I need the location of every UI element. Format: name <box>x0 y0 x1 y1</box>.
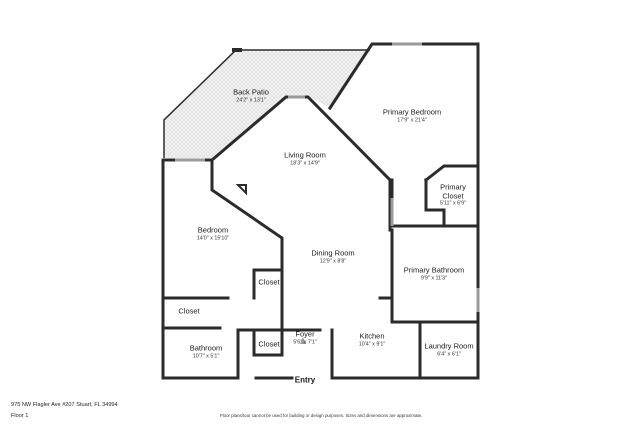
closet-label: Closet <box>258 339 280 349</box>
room-dining-room: Dining Room 12'9" x 8'8" <box>311 248 355 265</box>
room-dimensions: 14'0" x 15'10" <box>196 235 230 242</box>
room-foyer: Foyer 5'6" x 7'1" <box>293 329 317 346</box>
room-name: Kitchen <box>359 331 385 341</box>
room-living-room: Living Room 18'3" x 14'9" <box>284 150 326 167</box>
room-name: Dining Room <box>311 248 355 258</box>
room-name: Living Room <box>284 150 326 160</box>
room-dimensions: 24'2" x 13'1" <box>236 97 266 104</box>
room-name: Bathroom <box>189 343 223 353</box>
room-primary-bedroom: Primary Bedroom 17'9" x 21'4" <box>382 107 442 124</box>
room-bedroom: Bedroom 14'0" x 15'10" <box>196 225 230 242</box>
room-dimensions: 5'11" x 6'9" <box>439 200 467 207</box>
room-name: Laundry Room <box>424 341 474 351</box>
room-name: Primary <box>440 182 466 192</box>
room-dimensions: 18'3" x 14'9" <box>290 160 320 167</box>
room-primary-closet: Primary Closet 5'11" x 6'9" <box>439 182 467 207</box>
room-bathroom: Bathroom 10'7" x 5'1" <box>189 343 223 360</box>
room-dimensions: 10'7" x 5'1" <box>192 353 220 360</box>
windows <box>175 42 480 312</box>
room-laundry-room: Laundry Room 6'4" x 6'1" <box>424 341 474 358</box>
room-back-patio: Back Patio 24'2" x 13'1" <box>233 87 269 104</box>
room-dimensions: 6'4" x 6'1" <box>437 351 461 358</box>
entry-arrow-icon <box>300 337 306 344</box>
room-dimensions: 12'9" x 8'8" <box>319 258 347 265</box>
disclaimer-text: Floor plans/tour cannot be used for buil… <box>220 413 423 418</box>
patio-railing <box>163 49 370 158</box>
room-name-line2: Closet <box>442 190 464 200</box>
floor-label: Floor 1 <box>11 413 29 419</box>
room-dimensions: 10'4" x 9'1" <box>358 341 386 348</box>
room-dimensions: 5'6" x 7'1" <box>293 339 317 346</box>
room-dimensions: 9'9" x 11'3" <box>420 275 448 282</box>
room-name: Primary Bathroom <box>403 265 465 275</box>
room-name: Primary Bedroom <box>382 107 442 117</box>
room-kitchen: Kitchen 10'4" x 9'1" <box>358 331 386 348</box>
entry-label: Entry <box>294 375 316 385</box>
closet-label: Closet <box>258 277 280 287</box>
room-dimensions: 17'9" x 21'4" <box>397 117 427 124</box>
room-name: Back Patio <box>233 87 269 97</box>
closet-label: Closet <box>178 306 200 316</box>
walls <box>161 42 480 380</box>
room-primary-bathroom: Primary Bathroom 9'9" x 11'3" <box>403 265 465 282</box>
room-name: Foyer <box>295 329 315 339</box>
address-text: 975 NW Flagler Ave #207 Stuart, FL 34994 <box>11 402 118 408</box>
room-name: Bedroom <box>197 225 229 235</box>
back-patio-area <box>164 50 370 158</box>
